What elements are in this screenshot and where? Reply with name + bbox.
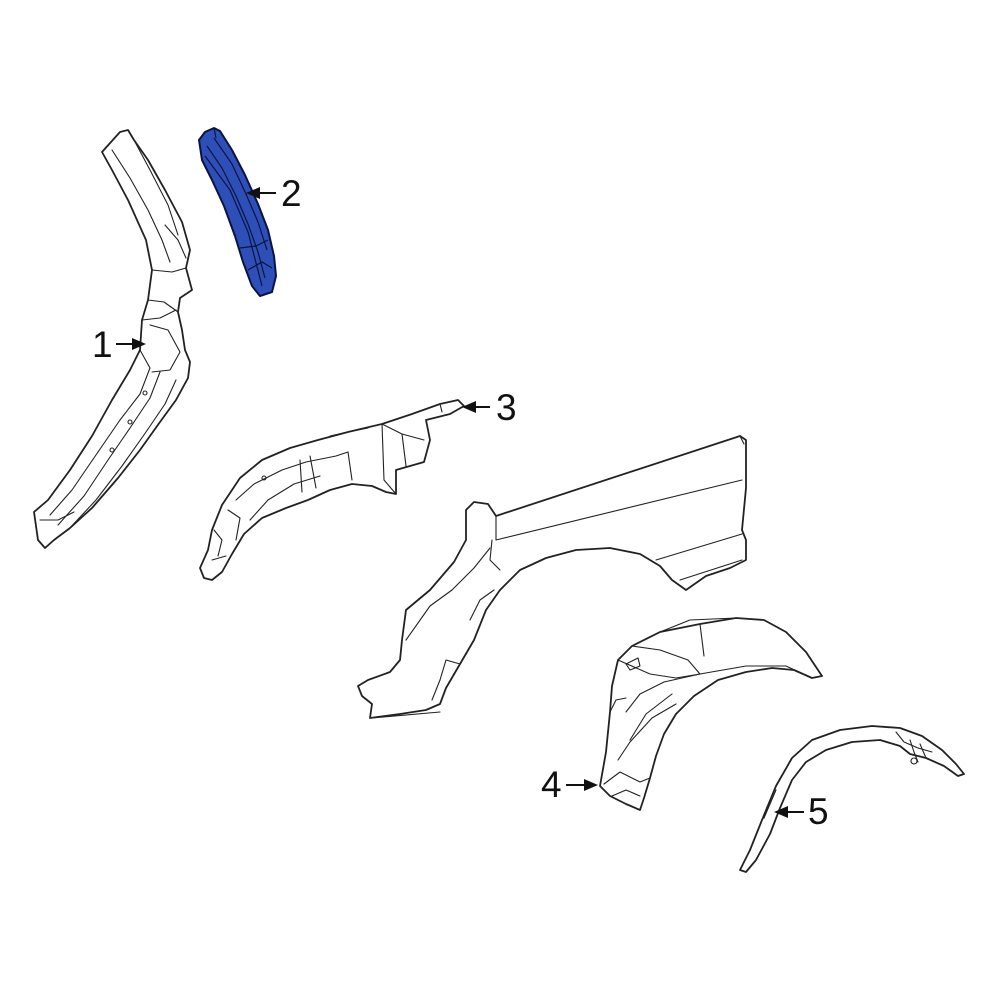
- callout-label-2: 2: [281, 173, 302, 214]
- arrow-left-icon: [462, 401, 476, 413]
- callout-5: 5: [774, 791, 829, 832]
- part-5-wheel-molding[interactable]: [739, 725, 965, 873]
- arrow-left-icon: [774, 806, 788, 818]
- arrow-right-icon: [132, 338, 146, 350]
- quarter-panel: [357, 435, 747, 719]
- part-3-inner-panel[interactable]: [199, 399, 465, 581]
- callout-label-3: 3: [496, 387, 517, 428]
- callout-2: 2: [246, 173, 302, 214]
- part-1-pillar[interactable]: [33, 129, 193, 549]
- callout-3: 3: [462, 387, 517, 428]
- arrow-left-icon: [246, 187, 260, 199]
- callout-label-1: 1: [92, 324, 113, 365]
- callout-label-5: 5: [808, 791, 829, 832]
- callout-4: 4: [541, 764, 598, 805]
- part-4-wheelhouse[interactable]: [599, 617, 823, 811]
- callout-label-4: 4: [541, 764, 562, 805]
- callout-1: 1: [92, 324, 146, 365]
- arrow-right-icon: [584, 779, 598, 791]
- part-2-reinforcement[interactable]: [198, 127, 277, 297]
